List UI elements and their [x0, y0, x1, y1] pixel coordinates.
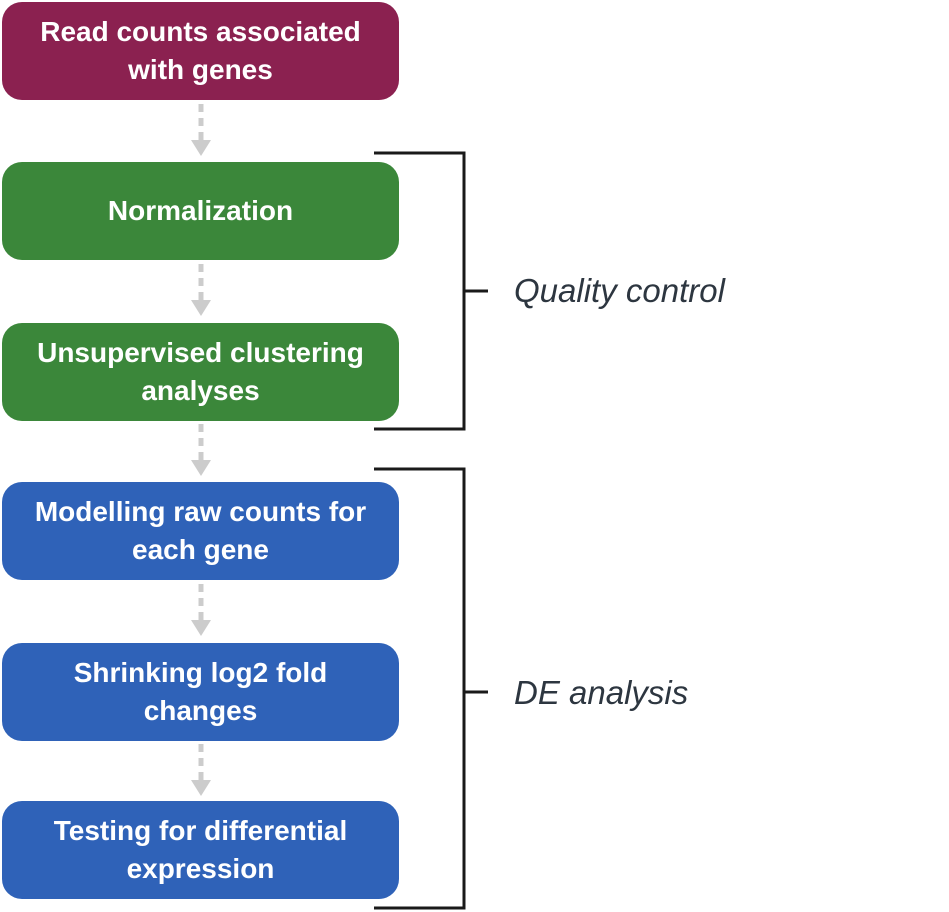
step-read-counts-line-1: Read counts associated	[40, 16, 361, 47]
step-unsupervised-clustering: Unsupervised clustering analyses	[2, 323, 399, 421]
step-normalization: Normalization	[2, 162, 399, 260]
step-unsupervised-clustering-line-1: Unsupervised clustering	[37, 337, 364, 368]
step-shrinking-log2-line-2: changes	[143, 695, 258, 726]
arrow-down-icon	[191, 264, 211, 316]
arrow-down-icon	[191, 744, 211, 796]
de-analysis-bracket	[374, 467, 488, 910]
quality-control-bracket	[374, 151, 488, 431]
arrow-down-icon	[191, 104, 211, 156]
step-shrinking-log2: Shrinking log2 fold changes	[2, 643, 399, 741]
step-modelling-raw-counts-line-1: Modelling raw counts for	[34, 496, 367, 527]
step-testing-differential-line-1: Testing for differential	[53, 815, 348, 846]
de-analysis-label: DE analysis	[514, 674, 689, 711]
step-shrinking-log2-line-1: Shrinking log2 fold	[73, 657, 328, 688]
step-testing-differential: Testing for differential expression	[2, 801, 399, 899]
arrow-down-icon	[191, 424, 211, 476]
step-modelling-raw-counts-line-2: each gene	[132, 534, 269, 565]
step-testing-differential-line-2: expression	[126, 853, 275, 884]
step-modelling-raw-counts: Modelling raw counts for each gene	[2, 482, 399, 580]
arrow-down-icon	[191, 584, 211, 636]
step-normalization-line-1: Normalization	[107, 195, 294, 226]
quality-control-label: Quality control	[514, 272, 725, 309]
step-unsupervised-clustering-line-2: analyses	[141, 375, 260, 406]
step-read-counts: Read counts associated with genes	[2, 2, 399, 100]
step-read-counts-line-2: with genes	[128, 54, 273, 85]
